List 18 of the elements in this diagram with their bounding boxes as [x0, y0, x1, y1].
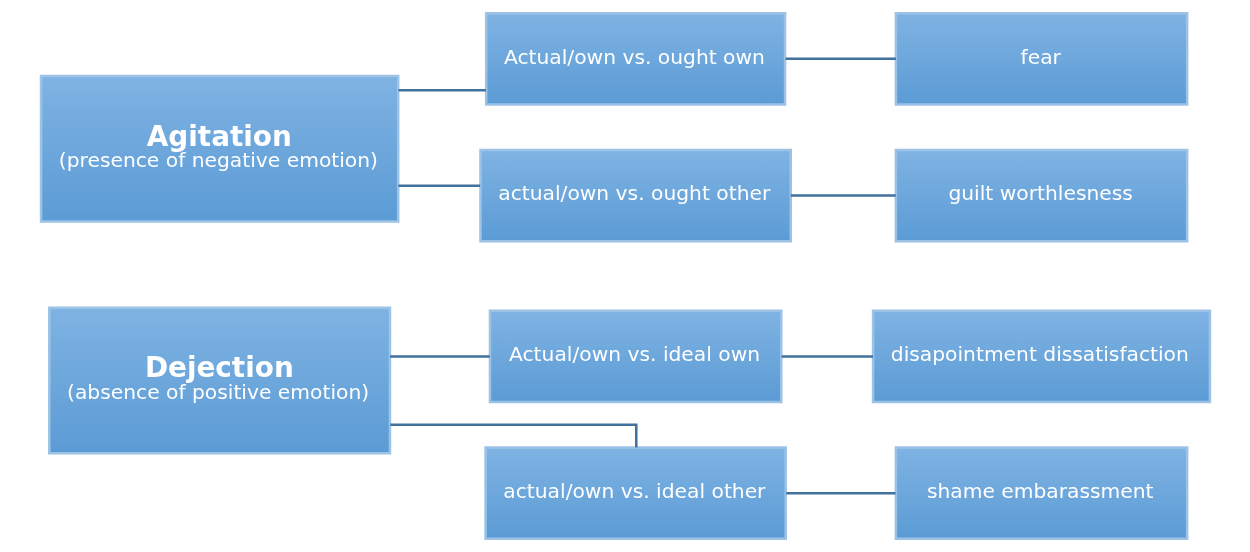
connector	[389, 423, 638, 448]
node-box: Agitation (presence of negative emotion)	[39, 74, 399, 223]
connector	[785, 57, 896, 61]
connector	[397, 88, 486, 92]
connector	[785, 491, 896, 495]
node-box: shame embarassment	[894, 446, 1188, 541]
node-box: guilt worthlesness	[894, 148, 1188, 243]
node-box: Dejection (absence of positive emotion)	[47, 306, 391, 455]
node-box: Actual/own vs. ought own	[484, 11, 786, 106]
node-box: Actual/own vs. ideal own	[488, 309, 783, 404]
node-box: actual/own vs. ideal other	[483, 446, 787, 541]
node-box: fear	[894, 11, 1188, 106]
connector	[397, 184, 480, 188]
connector	[781, 355, 873, 358]
connector	[389, 355, 490, 358]
node-box: disapointment dissatisfaction	[871, 309, 1211, 404]
connector	[790, 194, 896, 197]
node-box: actual/own vs. ought other	[478, 148, 792, 243]
